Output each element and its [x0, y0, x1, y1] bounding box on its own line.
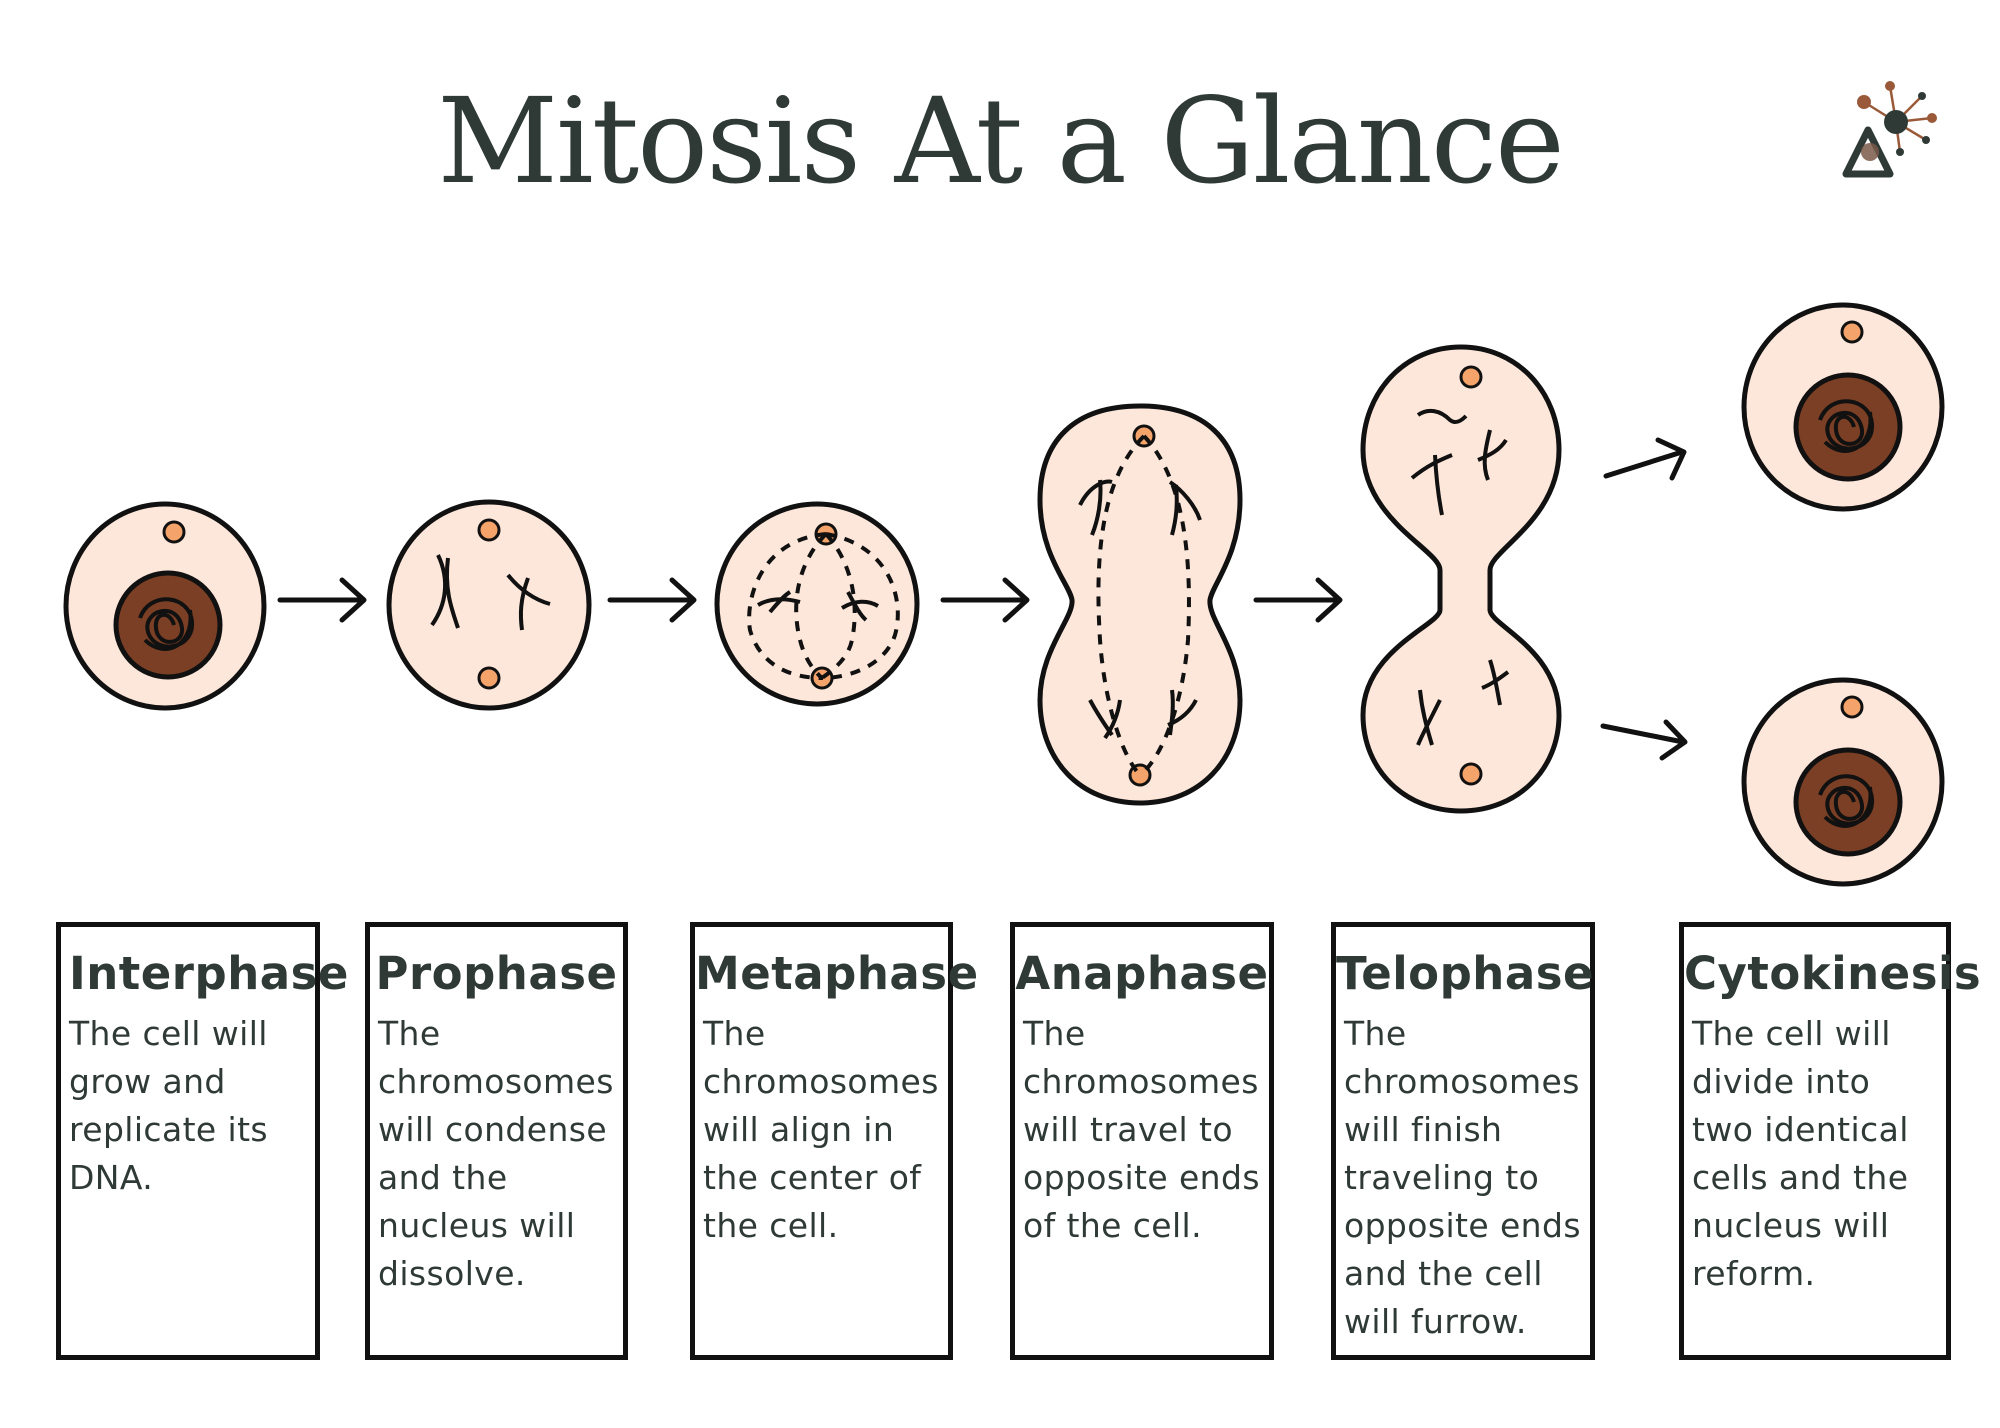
arrow-telophase-to-top-cell: [1603, 437, 1687, 481]
cytokinesis-cell-top: [1741, 302, 1945, 512]
phase-card-prophase: Prophase The chromosomes will condense a…: [365, 922, 628, 1360]
phase-title: Metaphase: [695, 947, 979, 1000]
phase-description: The chromosomes will finish traveling to…: [1344, 1014, 1581, 1341]
phase-title: Telophase: [1336, 947, 1594, 1000]
cytokinesis-cell-bottom: [1741, 677, 1945, 887]
phase-description: The cell will grow and replicate its DNA…: [69, 1014, 269, 1197]
interphase-cell: [63, 501, 267, 711]
page-title: Mitosis At a Glance: [437, 72, 1565, 210]
arrow-telophase-to-bottom-cell: [1600, 719, 1688, 761]
arrow-metaphase-to-anaphase: [940, 577, 1030, 623]
phase-card-telophase: Telophase The chromosomes will finish tr…: [1331, 922, 1595, 1360]
anaphase-cell: [1037, 403, 1243, 806]
phase-card-cytokinesis: Cytokinesis The cell will divide into tw…: [1679, 922, 1982, 1360]
phase-description: The chromosomes will align in the center…: [703, 1014, 939, 1245]
phase-title: Interphase: [69, 947, 349, 1000]
phase-title: Cytokinesis: [1684, 947, 1982, 1000]
metaphase-cell: [714, 501, 920, 707]
arrow-prophase-to-metaphase: [607, 577, 697, 623]
phase-description: The cell will divide into two identical …: [1692, 1014, 1909, 1293]
phase-description: The chromosomes will travel to opposite …: [1023, 1014, 1260, 1245]
phase-card-interphase: Interphase The cell will grow and replic…: [56, 922, 349, 1360]
prophase-cell: [386, 499, 592, 711]
arrow-anaphase-to-telophase: [1253, 577, 1343, 623]
telophase-cell: [1360, 344, 1562, 814]
phase-card-metaphase: Metaphase The chromosomes will align in …: [690, 922, 979, 1360]
phase-title: Prophase: [375, 947, 618, 1000]
arrow-interphase-to-prophase: [277, 577, 367, 623]
phase-description: The chromosomes will condense and the nu…: [378, 1014, 614, 1293]
phase-card-anaphase: Anaphase The chromosomes will travel to …: [1010, 922, 1274, 1360]
molecule-logo-icon: [1842, 81, 1937, 178]
phase-title: Anaphase: [1015, 947, 1269, 1000]
